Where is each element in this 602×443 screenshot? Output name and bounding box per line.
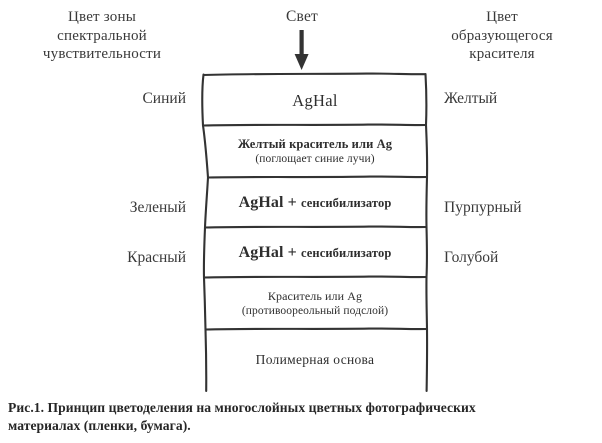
dye-label-2: Голубой [444, 249, 499, 266]
dye-label-1: Пурпурный [444, 199, 522, 216]
spectral-label-1: Зеленый [129, 199, 186, 216]
header-light: Свет [285, 8, 319, 25]
caption-line-2: материалах (пленки, бумага). [8, 417, 191, 433]
spectral-label-0: Синий [142, 90, 186, 107]
light-arrow-icon [288, 28, 316, 72]
dye-label-0: Желтый [444, 90, 498, 107]
spectral-label-2: Красный [127, 249, 186, 266]
header-formed-dye-color: Цвет образующегося красителя [451, 9, 553, 62]
figure-caption: Рис.1. Принцип цветоделения на многослой… [8, 399, 594, 434]
header-spectral-sensitivity: Цвет зоны спектральной чувствительности [42, 9, 162, 62]
caption-line-1: Рис.1. Принцип цветоделения на многослой… [8, 400, 476, 415]
